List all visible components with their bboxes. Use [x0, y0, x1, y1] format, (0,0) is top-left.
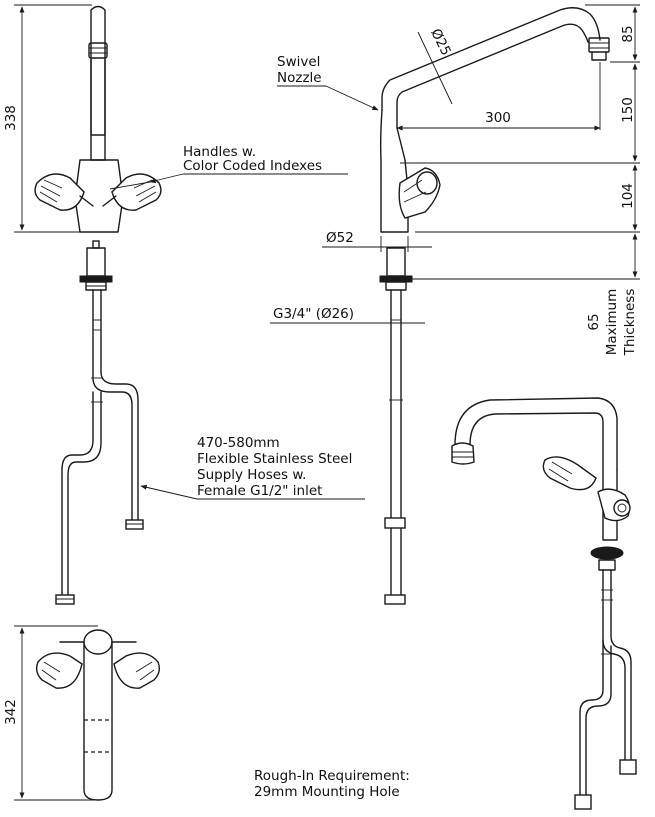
dim-total-height-front: 338 [3, 105, 19, 131]
dim-reach: 300 [485, 110, 511, 126]
dim-spout-height: 150 [620, 97, 636, 123]
hose-callout: 470-580mm Flexible Stainless Steel Suppl… [140, 435, 365, 500]
front-view: 338 [3, 4, 162, 605]
hose-label-line1: 470-580mm [197, 435, 280, 451]
left-handle [34, 173, 94, 211]
swivel-label-line2: Nozzle [277, 70, 322, 86]
dim-nozzle-drop: 85 [620, 25, 636, 42]
side-view: Ø25 300 85 150 104 Ø52 G3/4" (Ø26) 65 Ma… [270, 4, 640, 605]
handles-label-line2: Color Coded Indexes [183, 158, 322, 174]
isometric-view [451, 397, 637, 810]
dim-body-dia: Ø52 [326, 230, 354, 246]
dim-nozzle-dia: Ø25 [427, 26, 454, 58]
swivel-callout: Swivel Nozzle [277, 54, 379, 111]
rough-in-line2: 29mm Mounting Hole [254, 784, 400, 800]
dim-max-thickness-value: 65 [586, 313, 602, 330]
right-handle [102, 173, 162, 211]
dim-max-thickness-line1: Maximum [604, 289, 620, 356]
handles-label-line1: Handles w. [183, 144, 256, 160]
dim-thread: G3/4" (Ø26) [273, 306, 354, 322]
dim-handle-height: 104 [620, 183, 636, 209]
hose-label-line4: Female G1/2" inlet [197, 483, 322, 499]
handles-callout: Handles w. Color Coded Indexes [109, 144, 348, 190]
dim-max-thickness-line2: Thickness [622, 289, 638, 357]
top-view: 342 [3, 625, 161, 801]
rough-in-line1: Rough-In Requirement: [254, 768, 410, 784]
rough-in-note: Rough-In Requirement: 29mm Mounting Hole [254, 768, 410, 800]
hose-label-line3: Supply Hoses w. [197, 467, 306, 483]
hose-label-line2: Flexible Stainless Steel [197, 451, 352, 467]
dim-total-height-top: 342 [3, 699, 19, 725]
swivel-label-line1: Swivel [277, 54, 320, 70]
